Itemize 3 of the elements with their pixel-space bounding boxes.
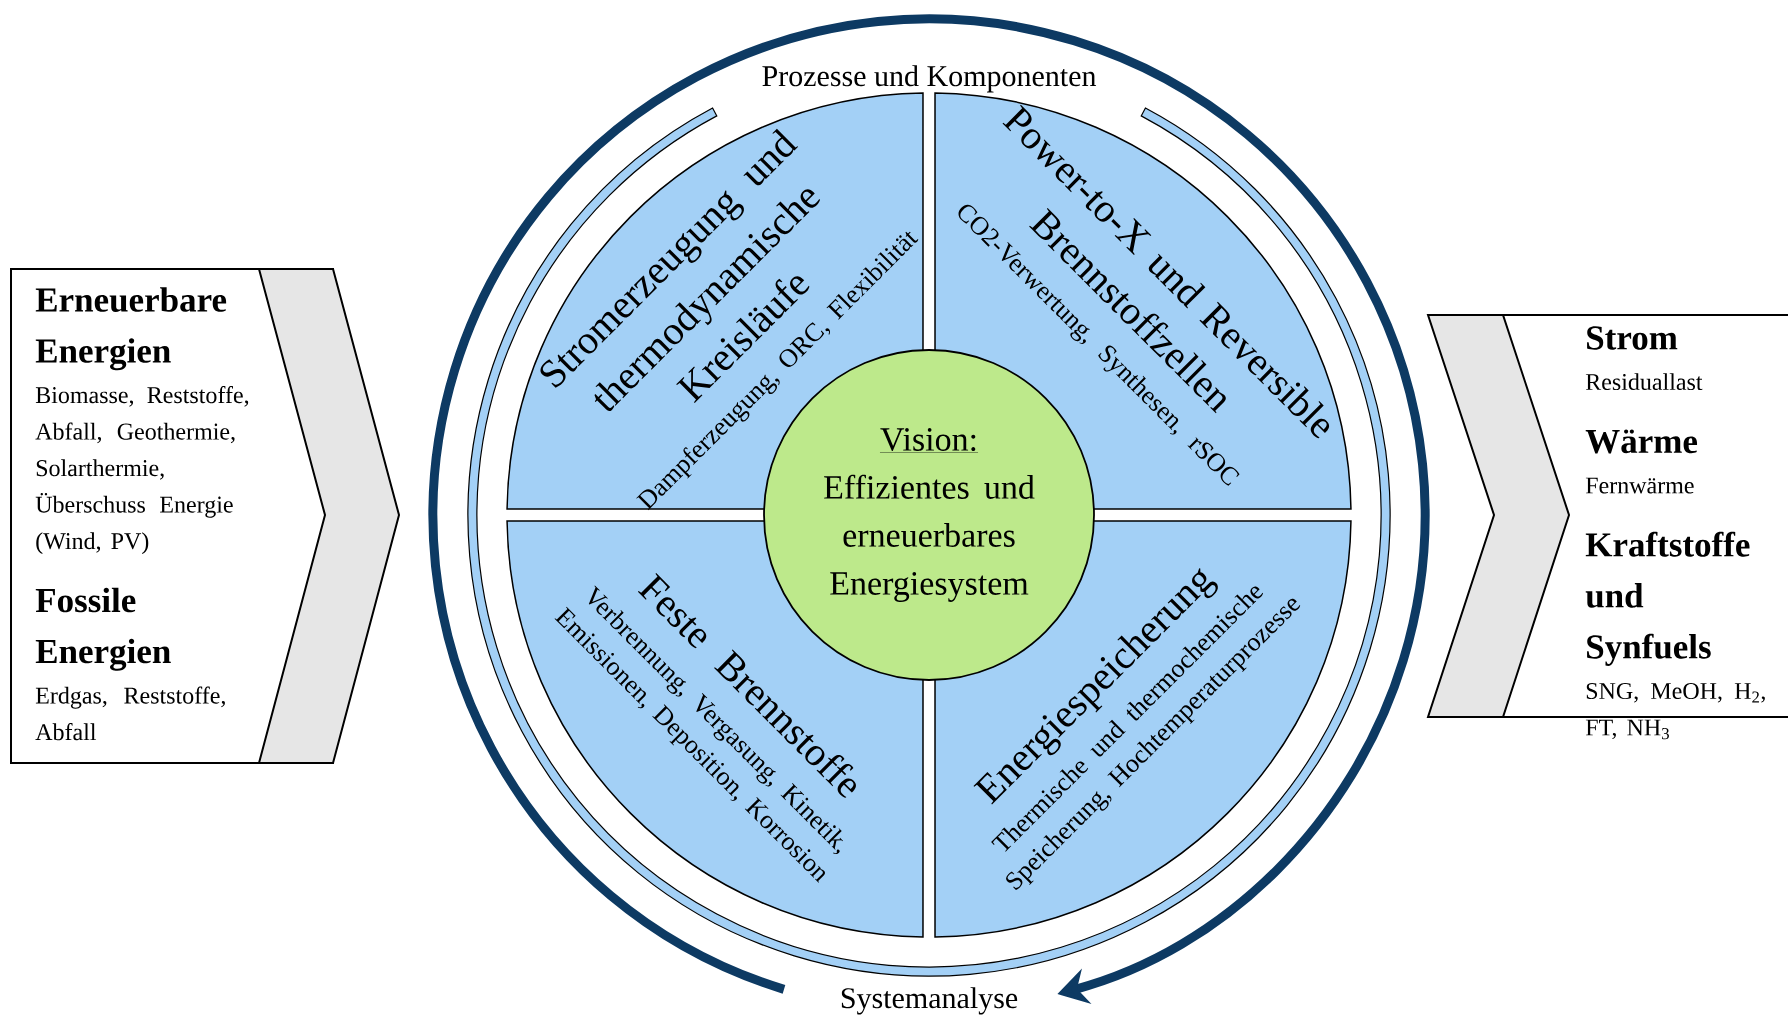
ring-label: Prozesse und Komponenten <box>762 65 1097 93</box>
output-box: Strom Residuallast Wärme Fernwärme Kraftstoffe und Synfuels SNG, MeOH, H$_{2}$, FT, NH$_{3}$ <box>1502 314 1788 740</box>
ring-label: Systemanalyse <box>841 987 1018 1015</box>
